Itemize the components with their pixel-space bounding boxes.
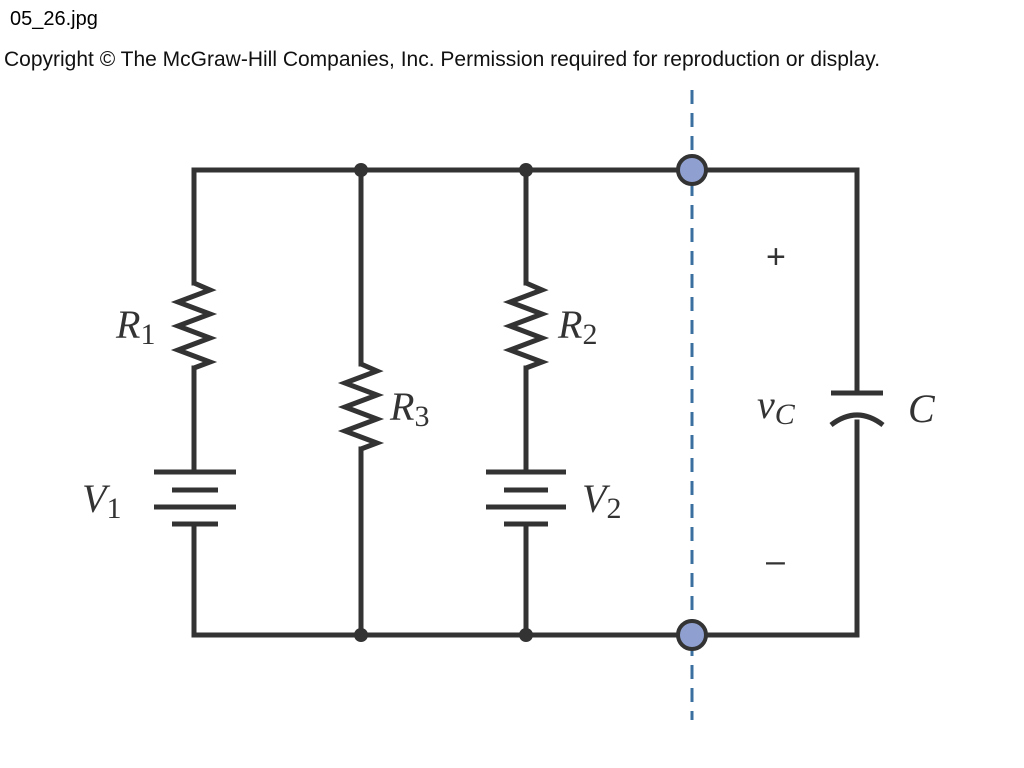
label-v1: V1 [82, 476, 121, 525]
label-v2: V2 [582, 476, 621, 525]
junction-dot [354, 628, 368, 642]
label-r3: R3 [389, 384, 429, 433]
terminal-top [676, 154, 708, 186]
plus-sign: + [766, 238, 786, 276]
junction-dot [354, 163, 368, 177]
terminal-bottom [676, 619, 708, 651]
resistor-r1 [170, 280, 218, 371]
label-r2: R2 [557, 302, 597, 351]
battery-v2 [486, 469, 566, 527]
label-r1: R1 [115, 302, 155, 351]
junction-dot [519, 628, 533, 642]
resistor-r3 [337, 361, 385, 452]
battery-v1 [154, 469, 236, 527]
file-name: 05_26.jpg [10, 8, 98, 30]
label-c: C [908, 386, 936, 431]
label-vc: vC [757, 382, 796, 431]
junction-dot [519, 163, 533, 177]
capacitor-c [829, 390, 885, 428]
minus-sign: – [766, 542, 785, 580]
copyright-notice: Copyright © The McGraw-Hill Companies, I… [4, 48, 881, 71]
resistor-r2 [502, 280, 550, 371]
